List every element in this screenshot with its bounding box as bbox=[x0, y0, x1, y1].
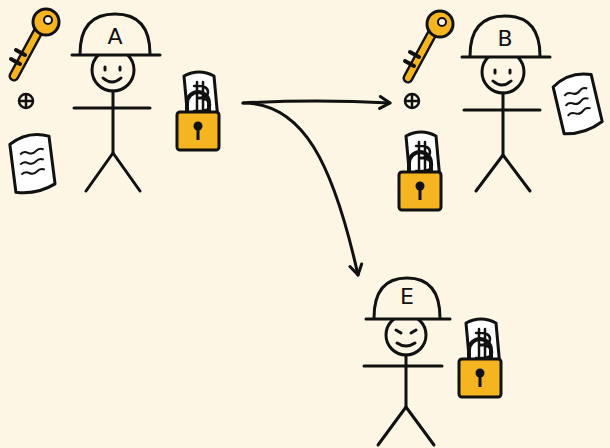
hat-letter: B bbox=[490, 26, 520, 52]
head bbox=[386, 315, 426, 355]
hat-brim bbox=[72, 54, 160, 57]
plain-document bbox=[548, 70, 607, 137]
locked-document bbox=[459, 319, 501, 397]
person-b bbox=[462, 16, 550, 191]
person-node: E bbox=[358, 275, 510, 445]
locked-document bbox=[177, 72, 219, 150]
smile bbox=[493, 81, 511, 85]
eyes bbox=[105, 67, 120, 70]
hat-letter: E bbox=[392, 284, 422, 310]
person-node: A bbox=[0, 10, 243, 196]
arrow-connector bbox=[243, 103, 358, 275]
hat-brim bbox=[366, 318, 450, 321]
hat-crown bbox=[80, 14, 150, 54]
person-node: B bbox=[390, 10, 610, 196]
eyes bbox=[495, 70, 510, 73]
smile bbox=[103, 78, 121, 82]
person-a bbox=[72, 14, 160, 191]
legs bbox=[86, 153, 140, 191]
arms bbox=[364, 365, 442, 368]
hat-letter: A bbox=[100, 24, 130, 50]
arms bbox=[464, 109, 540, 112]
plain-document bbox=[5, 131, 60, 195]
arms bbox=[74, 107, 150, 110]
body bbox=[112, 91, 115, 153]
smile bbox=[397, 343, 415, 346]
body bbox=[502, 93, 505, 155]
arrow-connector bbox=[243, 101, 390, 103]
person-e bbox=[364, 278, 450, 445]
hat-crown bbox=[470, 16, 540, 56]
hat-brim bbox=[462, 56, 550, 59]
hat-crown bbox=[374, 278, 440, 318]
legs bbox=[378, 407, 434, 445]
legs bbox=[476, 155, 530, 191]
locked-document bbox=[399, 132, 441, 210]
xor-symbol bbox=[405, 94, 419, 108]
key-symbol bbox=[11, 9, 59, 76]
body bbox=[405, 355, 408, 407]
eyes bbox=[396, 330, 416, 333]
xor-symbol bbox=[19, 94, 33, 108]
key-symbol bbox=[405, 11, 453, 78]
